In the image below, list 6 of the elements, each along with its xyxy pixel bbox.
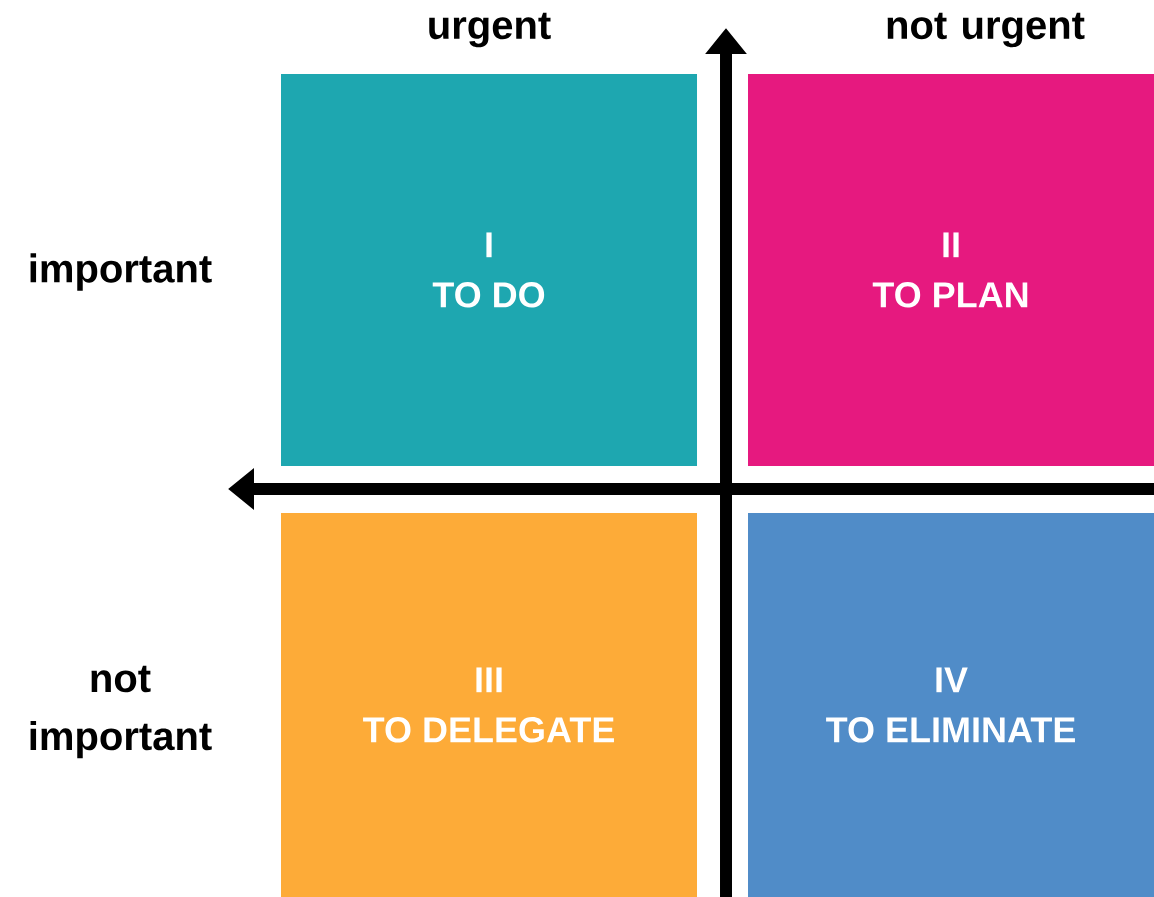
quadrant-box: IV TO ELIMINATE: [748, 513, 1154, 897]
quadrant-box: I TO DO: [281, 74, 697, 466]
axis-label: not important: [30, 665, 212, 759]
axis-label: important: [30, 253, 212, 291]
quadrant-box: II TO PLAN: [748, 74, 1154, 466]
quadrant-box: III TO DELEGATE: [281, 513, 697, 897]
